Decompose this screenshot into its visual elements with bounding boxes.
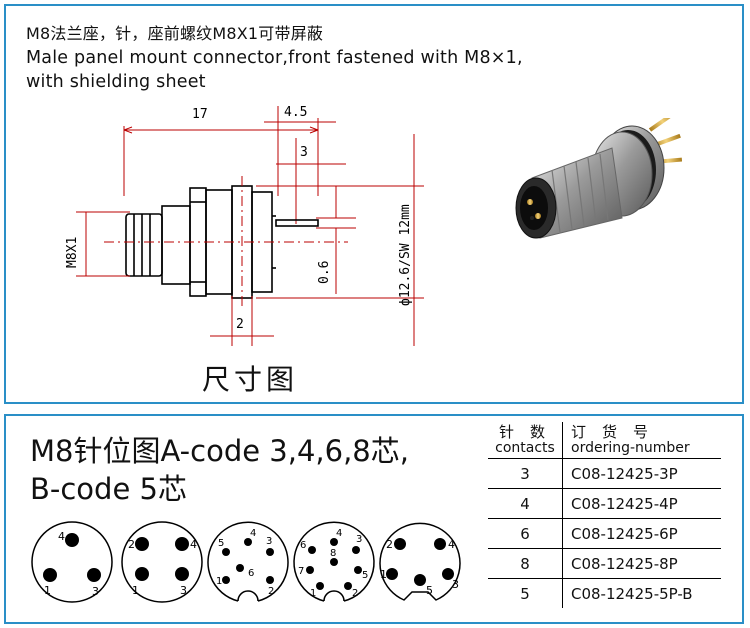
pin-label: 1 — [380, 568, 387, 581]
dim-4-5 — [264, 106, 336, 196]
pin-label: 6 — [300, 540, 306, 551]
ordering-table: 针数 contacts 订货号 ordering-number 3 C08-12… — [488, 422, 721, 608]
pin-label: 2 — [386, 538, 393, 551]
pin-label: 3 — [92, 585, 99, 598]
pin-label: 4 — [250, 528, 256, 539]
order-cell: C08-12425-6P — [562, 518, 721, 549]
pin-label: 2 — [352, 588, 358, 599]
pinout-3-pin: 4 1 3 — [31, 521, 113, 603]
dim-thread-label: M8X1 — [65, 237, 80, 268]
pin-label: 4 — [336, 528, 342, 539]
pin-label: 3 — [452, 578, 459, 591]
order-cell: C08-12425-3P — [562, 458, 721, 489]
pin-label: 2 — [268, 586, 274, 597]
header-order-cn: 订货号 — [571, 423, 665, 441]
contacts-cell: 8 — [488, 548, 563, 579]
dim-17-label: 17 — [192, 107, 208, 122]
dim-3 — [276, 138, 346, 224]
title-chinese: M8法兰座，针，座前螺纹M8X1可带屏蔽 — [26, 24, 324, 43]
pin-label: 5 — [218, 538, 224, 549]
header-contacts-en: contacts — [495, 440, 555, 456]
title-english-line1: Male panel mount connector,front fastene… — [26, 48, 523, 68]
dim-3-label: 3 — [300, 145, 308, 160]
technical-drawing: 17 4.5 3 — [65, 105, 424, 346]
pin-label: 4 — [448, 538, 455, 551]
title-english-line2: with shielding sheet — [26, 72, 206, 92]
pin-label: 5 — [426, 584, 433, 597]
pin-label: 4 — [58, 530, 65, 543]
pin-label: 8 — [330, 548, 336, 559]
dim-0-6-label: 0.6 — [317, 261, 332, 284]
dim-17 — [123, 118, 319, 196]
product-photo — [515, 118, 682, 239]
contacts-cell: 5 — [488, 578, 563, 608]
pin-label: 3 — [180, 584, 187, 597]
contacts-cell: 4 — [488, 488, 563, 519]
pin-label: 2 — [128, 538, 135, 551]
pin-label: 1 — [132, 584, 139, 597]
pinout-title-line2: B-code 5芯 — [30, 472, 187, 506]
table-row: 5 C08-12425-5P-B — [488, 578, 721, 608]
header-ordering-number: 订货号 ordering-number — [562, 422, 721, 459]
dim-2-label: 2 — [236, 317, 244, 332]
dim-4-5-label: 4.5 — [284, 105, 307, 120]
header-contacts-cn: 针数 — [498, 423, 561, 441]
pin-label: 7 — [298, 566, 304, 577]
pinout-5-pin: 2 4 1 5 3 — [379, 522, 461, 601]
contacts-cell: 6 — [488, 518, 563, 549]
order-cell: C08-12425-5P-B — [562, 578, 721, 608]
dim-thread — [76, 211, 130, 277]
pin-label: 6 — [248, 568, 254, 579]
table-row: 6 C08-12425-6P — [488, 518, 721, 549]
pinout-6-pin: 5 4 3 6 1 2 — [207, 521, 289, 602]
pinout-title-line1: M8针位图A-code 3,4,6,8芯, — [30, 434, 409, 468]
order-cell: C08-12425-8P — [562, 548, 721, 579]
dim-flange-label: ф12.6/SW 12mm — [398, 204, 413, 306]
pin-label: 4 — [190, 538, 197, 551]
pin-label: 3 — [356, 534, 362, 545]
header-order-en: ordering-number — [571, 440, 690, 456]
pin-label: 5 — [362, 570, 368, 581]
pin-label: 1 — [216, 576, 222, 587]
dim-0-6 — [316, 186, 356, 294]
pinout-panel: M8针位图A-code 3,4,6,8芯, B-code 5芯 4 1 3 2 … — [4, 414, 744, 624]
pin-label: 1 — [44, 584, 51, 597]
pinout-4-pin: 2 4 1 3 — [121, 521, 203, 603]
order-cell: C08-12425-4P — [562, 488, 721, 519]
table-row: 4 C08-12425-4P — [488, 488, 721, 519]
contacts-cell: 3 — [488, 458, 563, 489]
dim-flange — [256, 134, 424, 346]
centerline — [104, 176, 348, 306]
pin-label: 1 — [310, 588, 316, 599]
drawing-caption: 尺寸图 — [202, 363, 299, 396]
dim-2 — [210, 296, 274, 346]
table-row: 3 C08-12425-3P — [488, 458, 721, 489]
table-row: 8 C08-12425-8P — [488, 548, 721, 579]
header-contacts: 针数 contacts — [488, 422, 563, 459]
pinout-8-pin: 6 4 3 8 7 5 1 2 — [293, 521, 375, 602]
pin-label: 3 — [266, 536, 272, 547]
dimension-drawing-panel: M8法兰座，针，座前螺纹M8X1可带屏蔽 Male panel mount co… — [4, 4, 744, 404]
